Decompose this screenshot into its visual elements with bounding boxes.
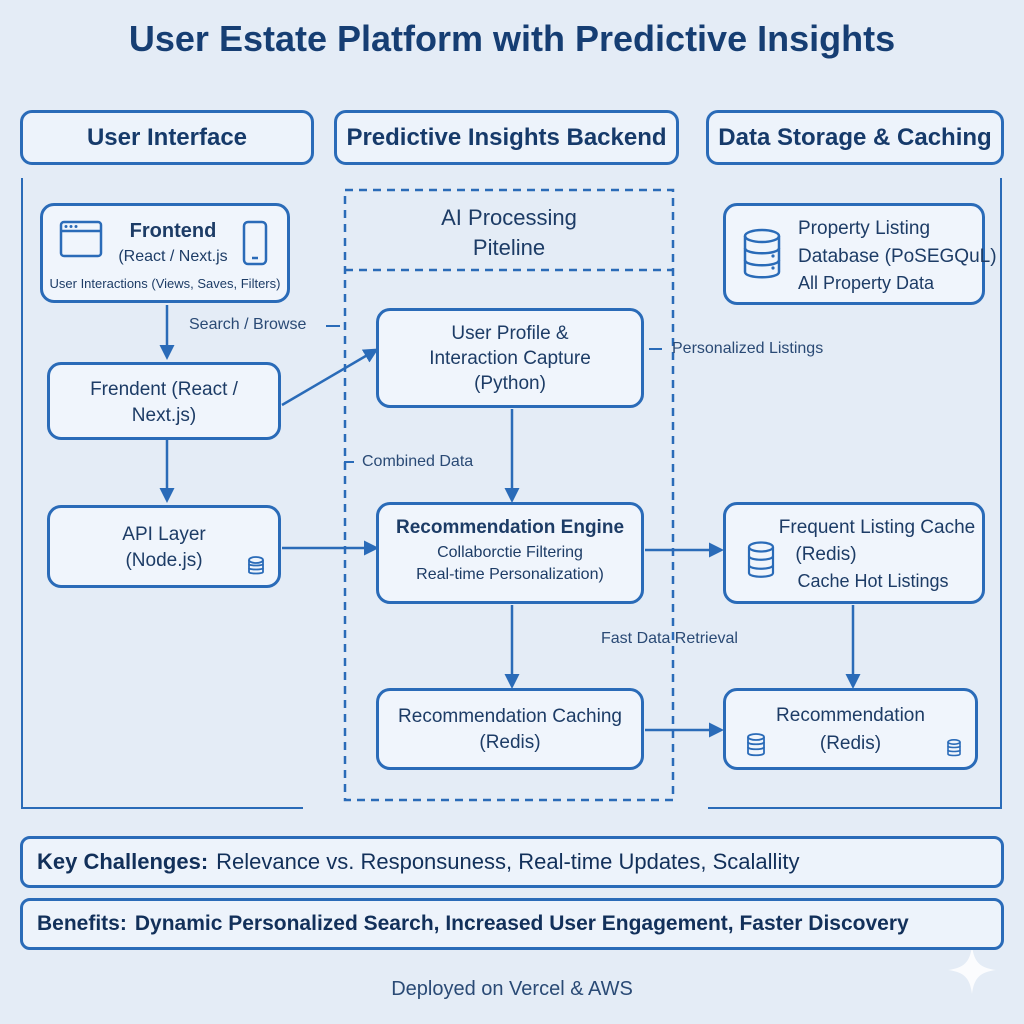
frendent-line1: Frendent (React / — [90, 379, 238, 400]
engine-title: Recommendation Engine — [395, 517, 625, 538]
column-header-label: Predictive Insights Backend — [346, 123, 667, 151]
frontend-node: Frontend (React / Next.js User Interacti… — [40, 203, 290, 303]
pipeline-title: AI Processing Piteline — [345, 203, 673, 263]
listing-cache-line2: (Redis) — [795, 544, 857, 565]
pipeline-title-line1: AI Processing — [441, 205, 577, 230]
column-header-label: User Interface — [86, 123, 248, 151]
storage-column-frame — [708, 178, 1002, 809]
listing-cache-line1: Frequent Listing Cache — [778, 517, 976, 538]
recommendation-store-node: Recommendation (Redis) — [723, 688, 978, 770]
frendent-node: Frendent (React / Next.js) — [47, 362, 281, 440]
benefits-bar: Benefits: Dynamic Personalized Search, I… — [20, 898, 1004, 950]
rec-store-line2: (Redis) — [819, 733, 882, 754]
database-icon — [747, 733, 765, 757]
frontend-subtitle: (React / Next.js — [118, 248, 228, 265]
user-profile-line2: Interaction Capture — [429, 348, 591, 369]
frequent-listing-cache-node: Frequent Listing Cache (Redis) Cache Hot… — [723, 502, 985, 604]
deployment-footer: Deployed on Vercel & AWS — [391, 978, 633, 1000]
column-header-backend: Predictive Insights Backend — [334, 110, 679, 165]
rec-store-line1: Recommendation — [776, 705, 925, 726]
pipeline-frame — [343, 188, 675, 802]
api-layer-subtitle: (Node.js) — [125, 550, 203, 571]
edge-label-combined-data: Combined Data — [362, 453, 474, 470]
frontend-title: Frontend — [129, 220, 217, 242]
recommendation-engine-node: Recommendation Engine Collaborctie Filte… — [376, 502, 644, 604]
database-line2: Database (PoSEGQuL) — [798, 246, 997, 267]
benefits-label: Benefits: — [37, 912, 127, 935]
edge-label-search-browse: Search / Browse — [189, 316, 307, 333]
database-line3: All Property Data — [798, 273, 935, 293]
edge-label-fast-data-retrieval: Fast Data Retrieval — [601, 630, 738, 647]
sparkle-icon — [948, 946, 996, 994]
column-header-label: Data Storage & Caching — [718, 123, 992, 151]
database-line1: Property Listing — [798, 218, 931, 239]
user-profile-line3: (Python) — [474, 373, 546, 394]
frendent-line2: Next.js) — [131, 405, 197, 426]
column-header-storage: Data Storage & Caching — [706, 110, 1004, 165]
key-challenges-label: Key Challenges: — [37, 849, 209, 874]
frontend-detail: User Interactions (Views, Saves, Filters… — [49, 276, 281, 291]
api-layer-node: API Layer (Node.js) — [47, 505, 281, 588]
page-title: User Estate Platform with Predictive Ins… — [128, 18, 896, 59]
key-challenges-bar: Key Challenges: Relevance vs. Responsune… — [20, 836, 1004, 888]
mobile-phone-icon — [242, 220, 268, 266]
rec-caching-line1: Recommendation Caching — [398, 706, 622, 727]
database-icon — [747, 541, 775, 578]
engine-line3: Real-time Personalization) — [416, 566, 604, 583]
user-profile-node: User Profile & Interaction Capture (Pyth… — [376, 308, 644, 408]
user-profile-line1: User Profile & — [451, 323, 569, 344]
benefits-text: Dynamic Personalized Search, Increased U… — [134, 912, 909, 935]
pipeline-title-line2: Piteline — [472, 235, 546, 260]
arrow-frendent-to-profile — [281, 348, 379, 407]
rec-caching-line2: (Redis) — [479, 732, 541, 753]
recommendation-caching-node: Recommendation Caching (Redis) — [376, 688, 644, 770]
edge-label-personalized-listings: Personalized Listings — [672, 340, 824, 357]
browser-window-icon — [59, 220, 103, 258]
ui-column-frame — [21, 178, 303, 809]
database-icon — [743, 228, 781, 279]
property-database-node: Property Listing Database (PoSEGQuL) All… — [723, 203, 997, 305]
api-layer-title: API Layer — [122, 524, 206, 545]
column-header-user-interface: User Interface — [20, 110, 314, 165]
database-icon — [947, 739, 961, 757]
key-challenges-text: Relevance vs. Responsuness, Real-time Up… — [216, 849, 800, 874]
engine-line2: Collaborctie Filtering — [437, 544, 583, 561]
listing-cache-line3: Cache Hot Listings — [797, 571, 949, 591]
database-icon — [248, 556, 264, 575]
